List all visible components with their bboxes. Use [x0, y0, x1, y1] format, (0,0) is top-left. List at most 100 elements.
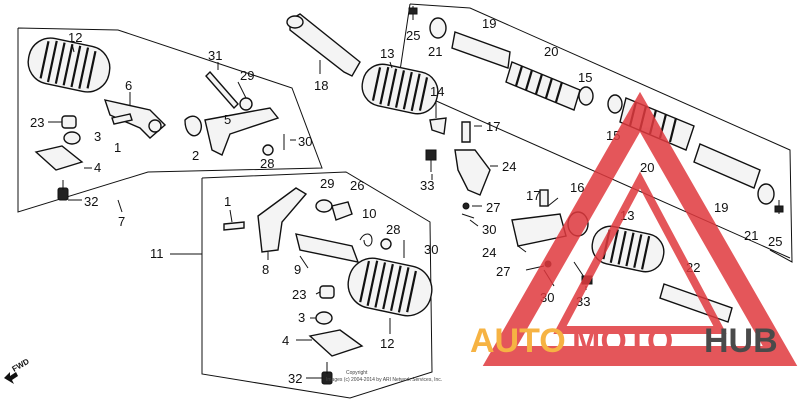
bolt-25b	[774, 200, 784, 214]
callout-10: 10	[362, 206, 376, 221]
rubber-13a	[361, 63, 439, 115]
callout-15a: 15	[578, 70, 592, 85]
forward-arrow: FWD	[4, 357, 31, 384]
callout-28a: 28	[260, 156, 274, 171]
callout-17a: 17	[486, 119, 500, 134]
callout-14: 14	[430, 84, 444, 99]
pedal-arm-5	[184, 107, 280, 156]
callout-26: 26	[350, 178, 364, 193]
plate-9	[295, 233, 360, 263]
rubber-12b	[347, 257, 433, 317]
pin-17a	[461, 121, 471, 143]
callout-23a: 23	[30, 115, 44, 130]
spring-10	[359, 233, 373, 247]
pin-31	[205, 70, 239, 110]
footpeg-bar-18	[286, 13, 361, 77]
callout-8: 8	[262, 262, 269, 277]
left-pin-1	[111, 113, 133, 125]
left-bracket-6	[103, 99, 167, 139]
callout-32b: 32	[288, 371, 302, 386]
tube-19a	[451, 31, 511, 69]
callout-5: 5	[224, 112, 231, 127]
washer-14	[429, 117, 447, 135]
callout-30a: 30	[298, 134, 312, 149]
tube-19b	[693, 143, 761, 189]
arrow-icon	[4, 372, 18, 384]
cotter-30b	[461, 213, 475, 219]
plate-4b	[308, 329, 364, 357]
callout-3b: 3	[298, 310, 305, 325]
callout-3a: 3	[94, 129, 101, 144]
bracket-8	[257, 187, 308, 253]
callout-29b: 29	[320, 176, 334, 191]
callout-24a: 24	[502, 159, 516, 174]
watermark-triangle-icon	[482, 91, 798, 366]
leader-lines	[48, 43, 587, 379]
collar-26	[331, 201, 353, 221]
callout-29a: 29	[240, 68, 254, 83]
callout-12b: 12	[380, 336, 394, 351]
left-footpeg-rubber	[27, 37, 111, 93]
callout-19b: 19	[714, 200, 728, 215]
copyright-note: Copyright Images (c) 2004-2014 by ARI Ne…	[326, 370, 442, 383]
callout-7: 7	[118, 214, 125, 229]
callout-25b: 25	[768, 234, 782, 249]
callout-19a: 19	[482, 16, 496, 31]
callout-9: 9	[294, 262, 301, 277]
rubber-20a	[505, 61, 581, 111]
washer-29b	[315, 199, 333, 213]
left-plate-4	[34, 145, 84, 171]
callout-20a: 20	[544, 44, 558, 59]
callout-23b: 23	[292, 287, 306, 302]
watermark-auto: AUTO	[470, 322, 566, 360]
callout-27b: 27	[496, 264, 510, 279]
washer-21a	[429, 17, 447, 39]
callout-21b: 21	[744, 228, 758, 243]
washer-15a	[578, 86, 594, 106]
callout-numbers: 12 6 23 3 1 4 32 7 31 29 5 2 30 28 18 13…	[30, 16, 782, 386]
fwd-label: FWD	[11, 357, 31, 374]
callout-1a: 1	[114, 140, 121, 155]
callout-30d: 30	[424, 242, 438, 257]
washer-28b	[380, 238, 392, 250]
pin-27a	[462, 202, 470, 210]
group-outlines	[17, 3, 793, 399]
left-bolt-32	[57, 180, 69, 201]
callout-18: 18	[314, 78, 328, 93]
left-washer-3	[63, 131, 81, 145]
washer-28a	[262, 144, 274, 156]
callout-31: 31	[208, 48, 222, 63]
callout-20b: 20	[640, 160, 654, 175]
callout-1b: 1	[224, 194, 231, 209]
callout-16: 16	[570, 180, 584, 195]
callout-12a: 12	[68, 30, 82, 45]
bracket-24a	[454, 149, 491, 196]
watermark: AUTO MOTO HUB	[470, 91, 798, 366]
bolt-25a	[408, 6, 418, 20]
callout-17b: 17	[526, 188, 540, 203]
callout-13a: 13	[380, 46, 394, 61]
left-collar-23	[61, 115, 77, 129]
callout-25a: 25	[406, 28, 420, 43]
callout-28b: 28	[386, 222, 400, 237]
watermark-hub: HUB	[704, 322, 778, 360]
washer-21b	[757, 183, 775, 205]
copyright-line2: Images (c) 2004-2014 by ARI Network Serv…	[326, 377, 442, 383]
washer-15b	[607, 94, 623, 114]
pin-1b	[223, 221, 245, 231]
bolt-33a	[425, 149, 437, 172]
callout-4b: 4	[282, 333, 289, 348]
callout-4a: 4	[94, 160, 101, 175]
collar-23b	[319, 285, 335, 299]
washer-29a	[239, 97, 253, 111]
callout-2: 2	[192, 148, 199, 163]
callout-33a: 33	[420, 178, 434, 193]
callout-32a: 32	[84, 194, 98, 209]
watermark-moto: MOTO	[572, 322, 673, 360]
pin-17b	[539, 189, 549, 207]
callout-11: 11	[150, 246, 164, 261]
washer-3b	[315, 311, 333, 325]
callout-24b: 24	[482, 245, 496, 260]
callout-30b: 30	[482, 222, 496, 237]
